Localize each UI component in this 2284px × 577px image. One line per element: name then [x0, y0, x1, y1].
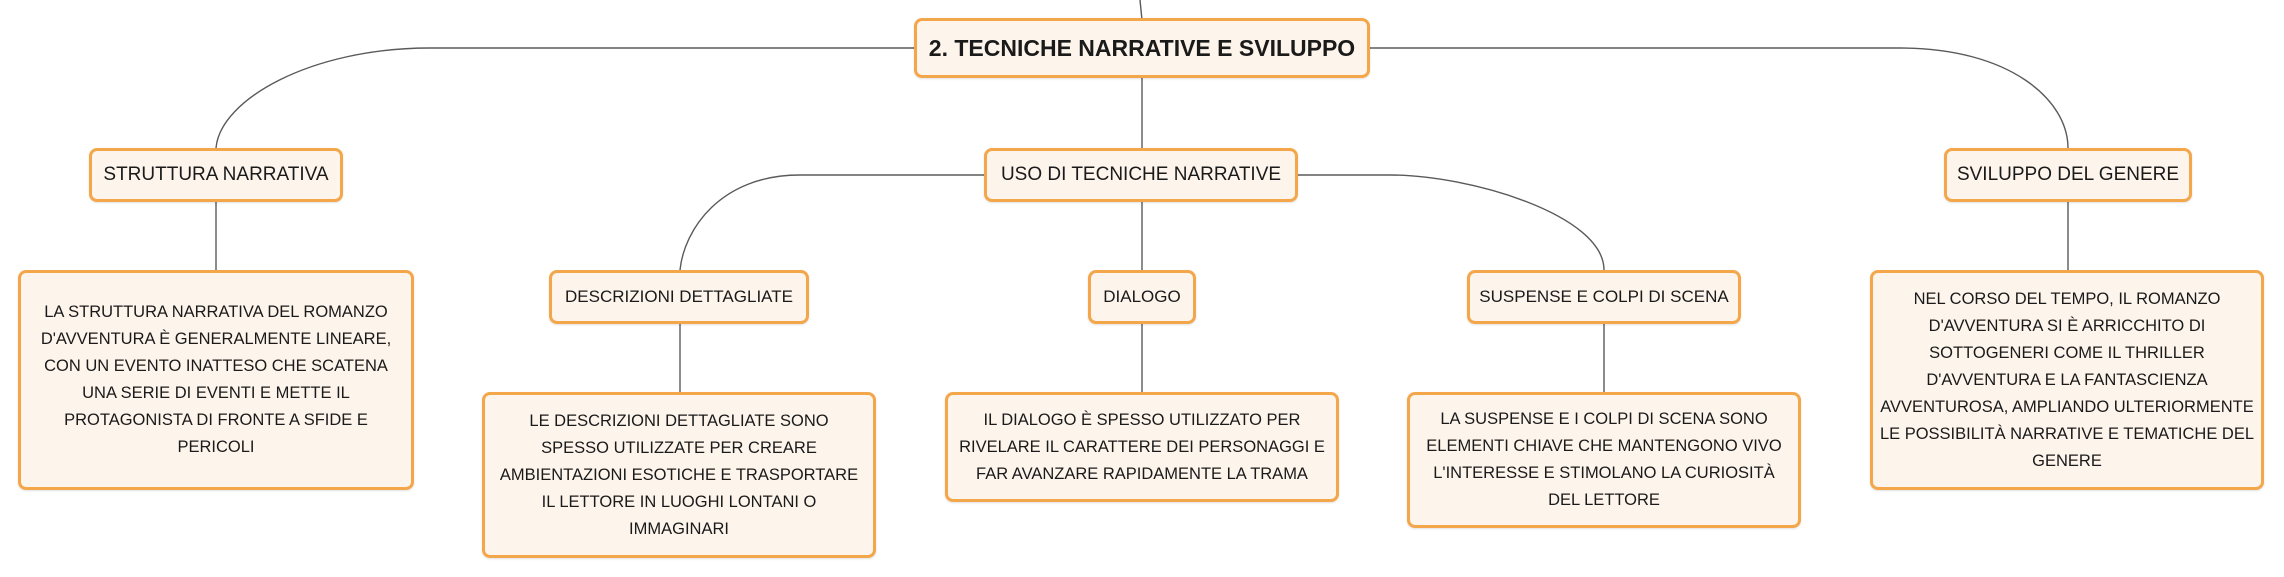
- struttura-text: LA STRUTTURA NARRATIVA DEL ROMANZO D'AVV…: [40, 303, 392, 456]
- suspense-label: SUSPENSE E COLPI DI SCENA: [1479, 287, 1729, 306]
- leaf-dialogo[interactable]: IL DIALOGO È SPESSO UTILIZZATO PER RIVEL…: [945, 392, 1339, 502]
- connector-tecniche-suspense: [1298, 174, 1605, 271]
- node-struttura-narrativa[interactable]: STRUTTURA NARRATIVA: [89, 148, 343, 202]
- leaf-descrizioni-dettagliate[interactable]: LE DESCRIZIONI DETTAGLIATE SONO SPESSO U…: [482, 392, 876, 558]
- sviluppo-text: NEL CORSO DEL TEMPO, IL ROMANZO D'AVVENT…: [1879, 289, 2255, 470]
- root-node[interactable]: 2. TECNICHE NARRATIVE E SVILUPPO: [914, 18, 1370, 78]
- connector-parent-root: [1139, 0, 1143, 21]
- leaf-struttura-narrativa[interactable]: LA STRUTTURA NARRATIVA DEL ROMANZO D'AVV…: [18, 270, 414, 490]
- leaf-suspense-colpi-di-scena[interactable]: LA SUSPENSE E I COLPI DI SCENA SONO ELEM…: [1407, 392, 1801, 528]
- node-uso-tecniche-narrative[interactable]: USO DI TECNICHE NARRATIVE: [984, 148, 1298, 202]
- node-sviluppo-genere[interactable]: SVILUPPO DEL GENERE: [1944, 148, 2192, 202]
- root-label: 2. TECNICHE NARRATIVE E SVILUPPO: [928, 34, 1356, 61]
- descrizioni-text: LE DESCRIZIONI DETTAGLIATE SONO SPESSO U…: [499, 411, 859, 538]
- struttura-label: STRUTTURA NARRATIVA: [103, 164, 329, 185]
- connector-tecniche-descrizioni: [679, 174, 984, 271]
- tecniche-label: USO DI TECNICHE NARRATIVE: [1000, 164, 1282, 185]
- leaf-sviluppo-genere[interactable]: NEL CORSO DEL TEMPO, IL ROMANZO D'AVVENT…: [1870, 270, 2264, 490]
- dialogo-label: DIALOGO: [1103, 287, 1181, 306]
- connector-root-sviluppo: [1370, 47, 2069, 149]
- node-dialogo[interactable]: DIALOGO: [1088, 270, 1196, 324]
- suspense-text: LA SUSPENSE E I COLPI DI SCENA SONO ELEM…: [1426, 410, 1782, 509]
- node-suspense-colpi-di-scena[interactable]: SUSPENSE E COLPI DI SCENA: [1467, 270, 1741, 324]
- descrizioni-label: DESCRIZIONI DETTAGLIATE: [565, 287, 793, 306]
- sviluppo-label: SVILUPPO DEL GENERE: [1956, 164, 2180, 185]
- dialogo-text: IL DIALOGO È SPESSO UTILIZZATO PER RIVEL…: [959, 410, 1325, 483]
- node-descrizioni-dettagliate[interactable]: DESCRIZIONI DETTAGLIATE: [549, 270, 809, 324]
- connector-root-struttura: [215, 47, 914, 149]
